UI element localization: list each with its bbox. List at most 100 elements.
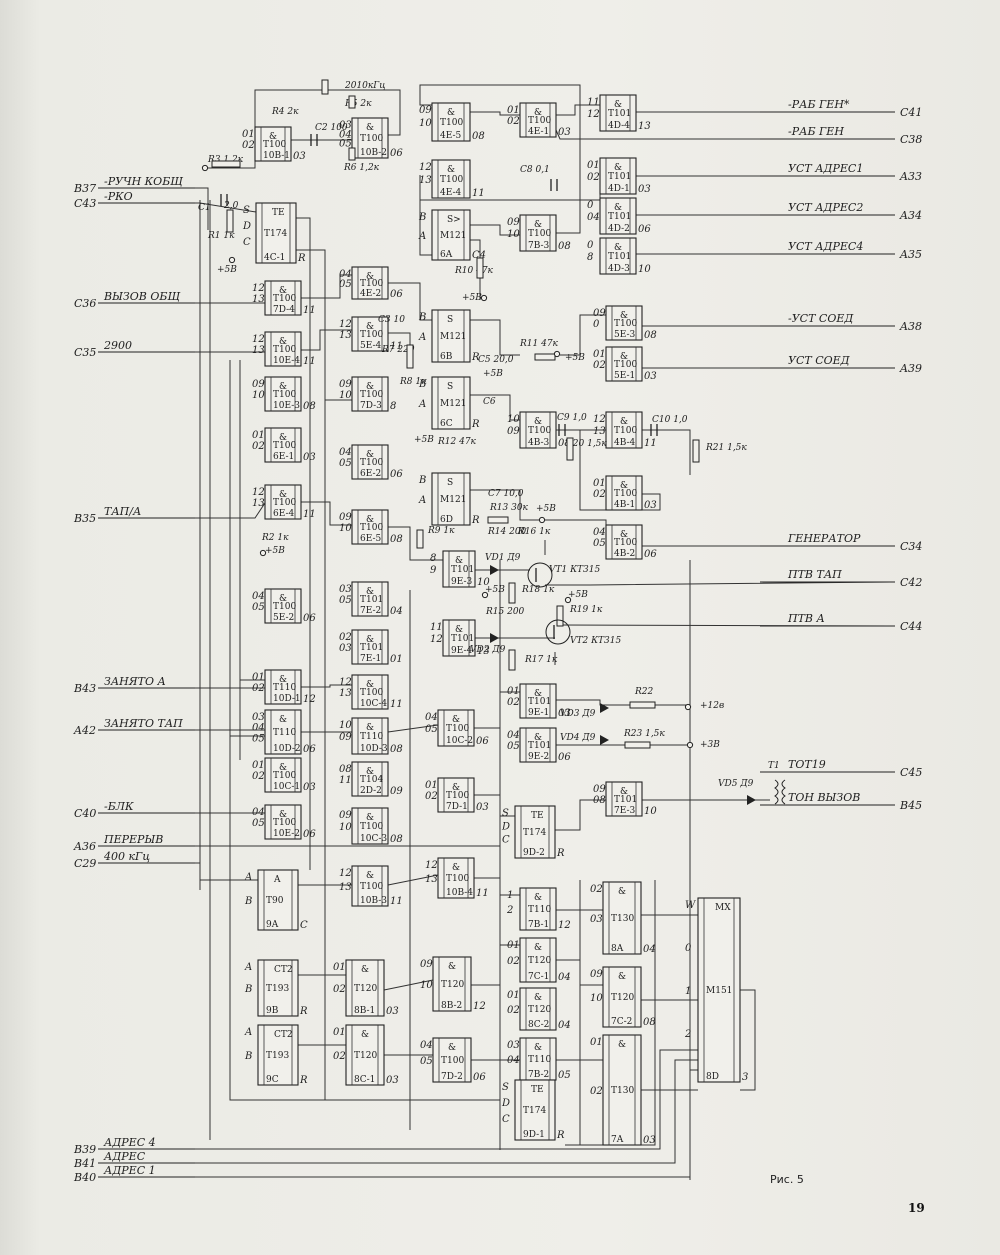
- chip-pin-label: 11: [390, 699, 403, 710]
- component-text: +5В: [483, 369, 503, 379]
- chip-pin-label: 03: [339, 584, 352, 595]
- resistor: [566, 437, 574, 461]
- chip-body: [255, 202, 297, 264]
- chip-pin-label: A: [418, 495, 426, 506]
- chip-pin-label: 13: [339, 882, 352, 893]
- component-text: R13 30к: [489, 503, 529, 513]
- chip-pin-label: R: [556, 848, 565, 859]
- chip-pin-label: 06: [473, 1072, 486, 1083]
- chip-pin-label: 09: [339, 810, 352, 821]
- signal-label: ТОТ19: [788, 758, 826, 771]
- chip-pin-label: 01: [507, 990, 520, 1001]
- connector-pin: C35: [74, 346, 96, 359]
- chip-symbol: S: [447, 478, 453, 488]
- chip-pin-label: S: [502, 1082, 509, 1093]
- chip-type: T100: [446, 874, 469, 884]
- chip-pin-label: 08: [558, 241, 571, 252]
- right-signal-c41: -РАБ ГЕН*C41: [760, 98, 922, 119]
- component-text: R15 200: [485, 607, 525, 617]
- chip-type: T100: [441, 1056, 464, 1066]
- chip-pin-label: 01: [593, 349, 606, 360]
- chip-ref: 8B-2: [441, 1001, 462, 1011]
- connector-pin: B45: [899, 799, 922, 812]
- chip-symbol: &: [620, 481, 628, 491]
- chip-body: [257, 1024, 299, 1086]
- wire: [474, 794, 515, 817]
- chip-pin-label: C4: [472, 250, 486, 261]
- chip-pin-label: 9: [430, 565, 437, 576]
- chip-ref: 8A: [611, 944, 624, 954]
- chip-symbol: &: [279, 810, 287, 820]
- chip-symbol: &: [534, 993, 542, 1003]
- chip-pin-label: 8: [430, 553, 436, 564]
- chip-pin-label: 09: [390, 786, 403, 797]
- chip-pin-label: B: [418, 379, 426, 390]
- chip-pin-label: 13: [252, 345, 265, 356]
- component-label: C1: [198, 203, 211, 213]
- chip-type: T100: [360, 279, 383, 289]
- connector-pin: B43: [73, 682, 96, 695]
- chip-type: T100: [273, 441, 296, 451]
- chip-ref: 7D-3: [360, 401, 382, 411]
- component-label: +5В: [414, 435, 434, 445]
- chip-body: [697, 897, 741, 1083]
- wire: [254, 89, 401, 136]
- connector-pin: C43: [74, 197, 96, 210]
- chip-type: T110: [273, 728, 296, 738]
- wire: [383, 979, 434, 991]
- chip-symbol: &: [366, 635, 374, 645]
- chip-pin-label: 04: [507, 730, 520, 741]
- component-text: +5В: [565, 353, 585, 363]
- chip-ref: 7C-2: [611, 1017, 632, 1027]
- chip-pin-label: 01: [507, 940, 520, 951]
- chip-symbol: &: [618, 887, 626, 897]
- diode: [600, 735, 609, 745]
- chip-pin-label: 08: [339, 764, 352, 775]
- chip-pin-label: 08: [390, 534, 403, 545]
- signal-label: -РАБ ГЕН: [788, 125, 844, 138]
- chip-pin-label: B: [244, 1051, 252, 1062]
- wire: [545, 581, 891, 586]
- chip-type: T100: [614, 319, 637, 329]
- chip-pin-label: 1: [685, 986, 691, 997]
- component-label: +5В: [485, 585, 505, 595]
- chip-symbol: &: [279, 433, 287, 443]
- component-label: VD4 Д9: [560, 733, 596, 743]
- chip-pin-label: 05: [425, 724, 438, 735]
- chip-symbol: &: [366, 871, 374, 881]
- terminal-dot: [553, 350, 561, 358]
- chip-pin-label: 2: [684, 1029, 691, 1040]
- chip-type: T100: [273, 602, 296, 612]
- connector-pin: C40: [74, 807, 96, 820]
- component-label: +3В: [700, 740, 720, 750]
- chip-type: T100: [273, 771, 296, 781]
- component-label: R16 1к: [517, 527, 551, 537]
- chip-pin-label: 03: [339, 643, 352, 654]
- left-signal-c40: C40-БЛК: [74, 800, 195, 820]
- chip-pin-label: 06: [644, 549, 657, 560]
- chip-pin-label: 11: [587, 97, 600, 108]
- component-label: C2 100: [315, 123, 348, 133]
- component-text: VD1 Д9: [485, 553, 521, 563]
- chip-pin-label: 04: [339, 269, 352, 280]
- chip-ref: 4B-1: [614, 500, 635, 510]
- component-label: R6 1,2к: [343, 163, 380, 173]
- chip-type: T100: [614, 538, 637, 548]
- chip-pin-label: 01: [390, 654, 403, 665]
- chip-pin-label: 01: [425, 780, 438, 791]
- component-label: C5 20,0: [478, 355, 514, 365]
- component-text: C3 10: [378, 315, 405, 325]
- chip-pin-label: A: [244, 872, 252, 883]
- chip-symbol: &: [366, 767, 374, 777]
- chip-symbol: &: [534, 1043, 542, 1053]
- chip-pin-label: 01: [587, 160, 600, 171]
- chip-type: T100: [360, 390, 383, 400]
